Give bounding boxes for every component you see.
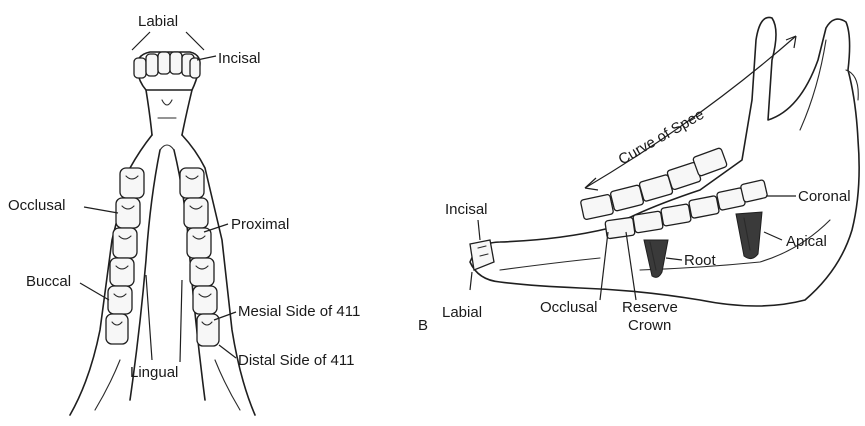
label-incisal-b: Incisal	[445, 201, 488, 218]
label-occlusal-a: Occlusal	[8, 197, 66, 214]
label-crown: Crown	[628, 317, 671, 334]
panel-a-mandible-top-view	[70, 32, 255, 415]
panel-b-mandible-side-view	[470, 17, 859, 306]
left-cheek-teeth	[106, 168, 144, 344]
label-distal-side: Distal Side of 411	[238, 352, 354, 369]
label-occlusal-b: Occlusal	[540, 299, 598, 316]
label-root: Root	[684, 252, 717, 269]
label-labial-b: Labial	[442, 304, 482, 321]
label-coronal: Coronal	[798, 188, 851, 205]
label-labial-a: Labial	[138, 13, 178, 30]
label-reserve: Reserve	[622, 299, 678, 316]
label-mesial-side: Mesial Side of 411	[238, 303, 360, 320]
panel-letter-b: B	[418, 317, 428, 334]
label-incisal-a: Incisal	[218, 50, 261, 67]
label-buccal: Buccal	[26, 273, 71, 290]
label-lingual: Lingual	[130, 364, 178, 381]
right-cheek-teeth	[180, 168, 219, 346]
label-proximal: Proximal	[231, 216, 289, 233]
label-apical: Apical	[786, 233, 827, 250]
